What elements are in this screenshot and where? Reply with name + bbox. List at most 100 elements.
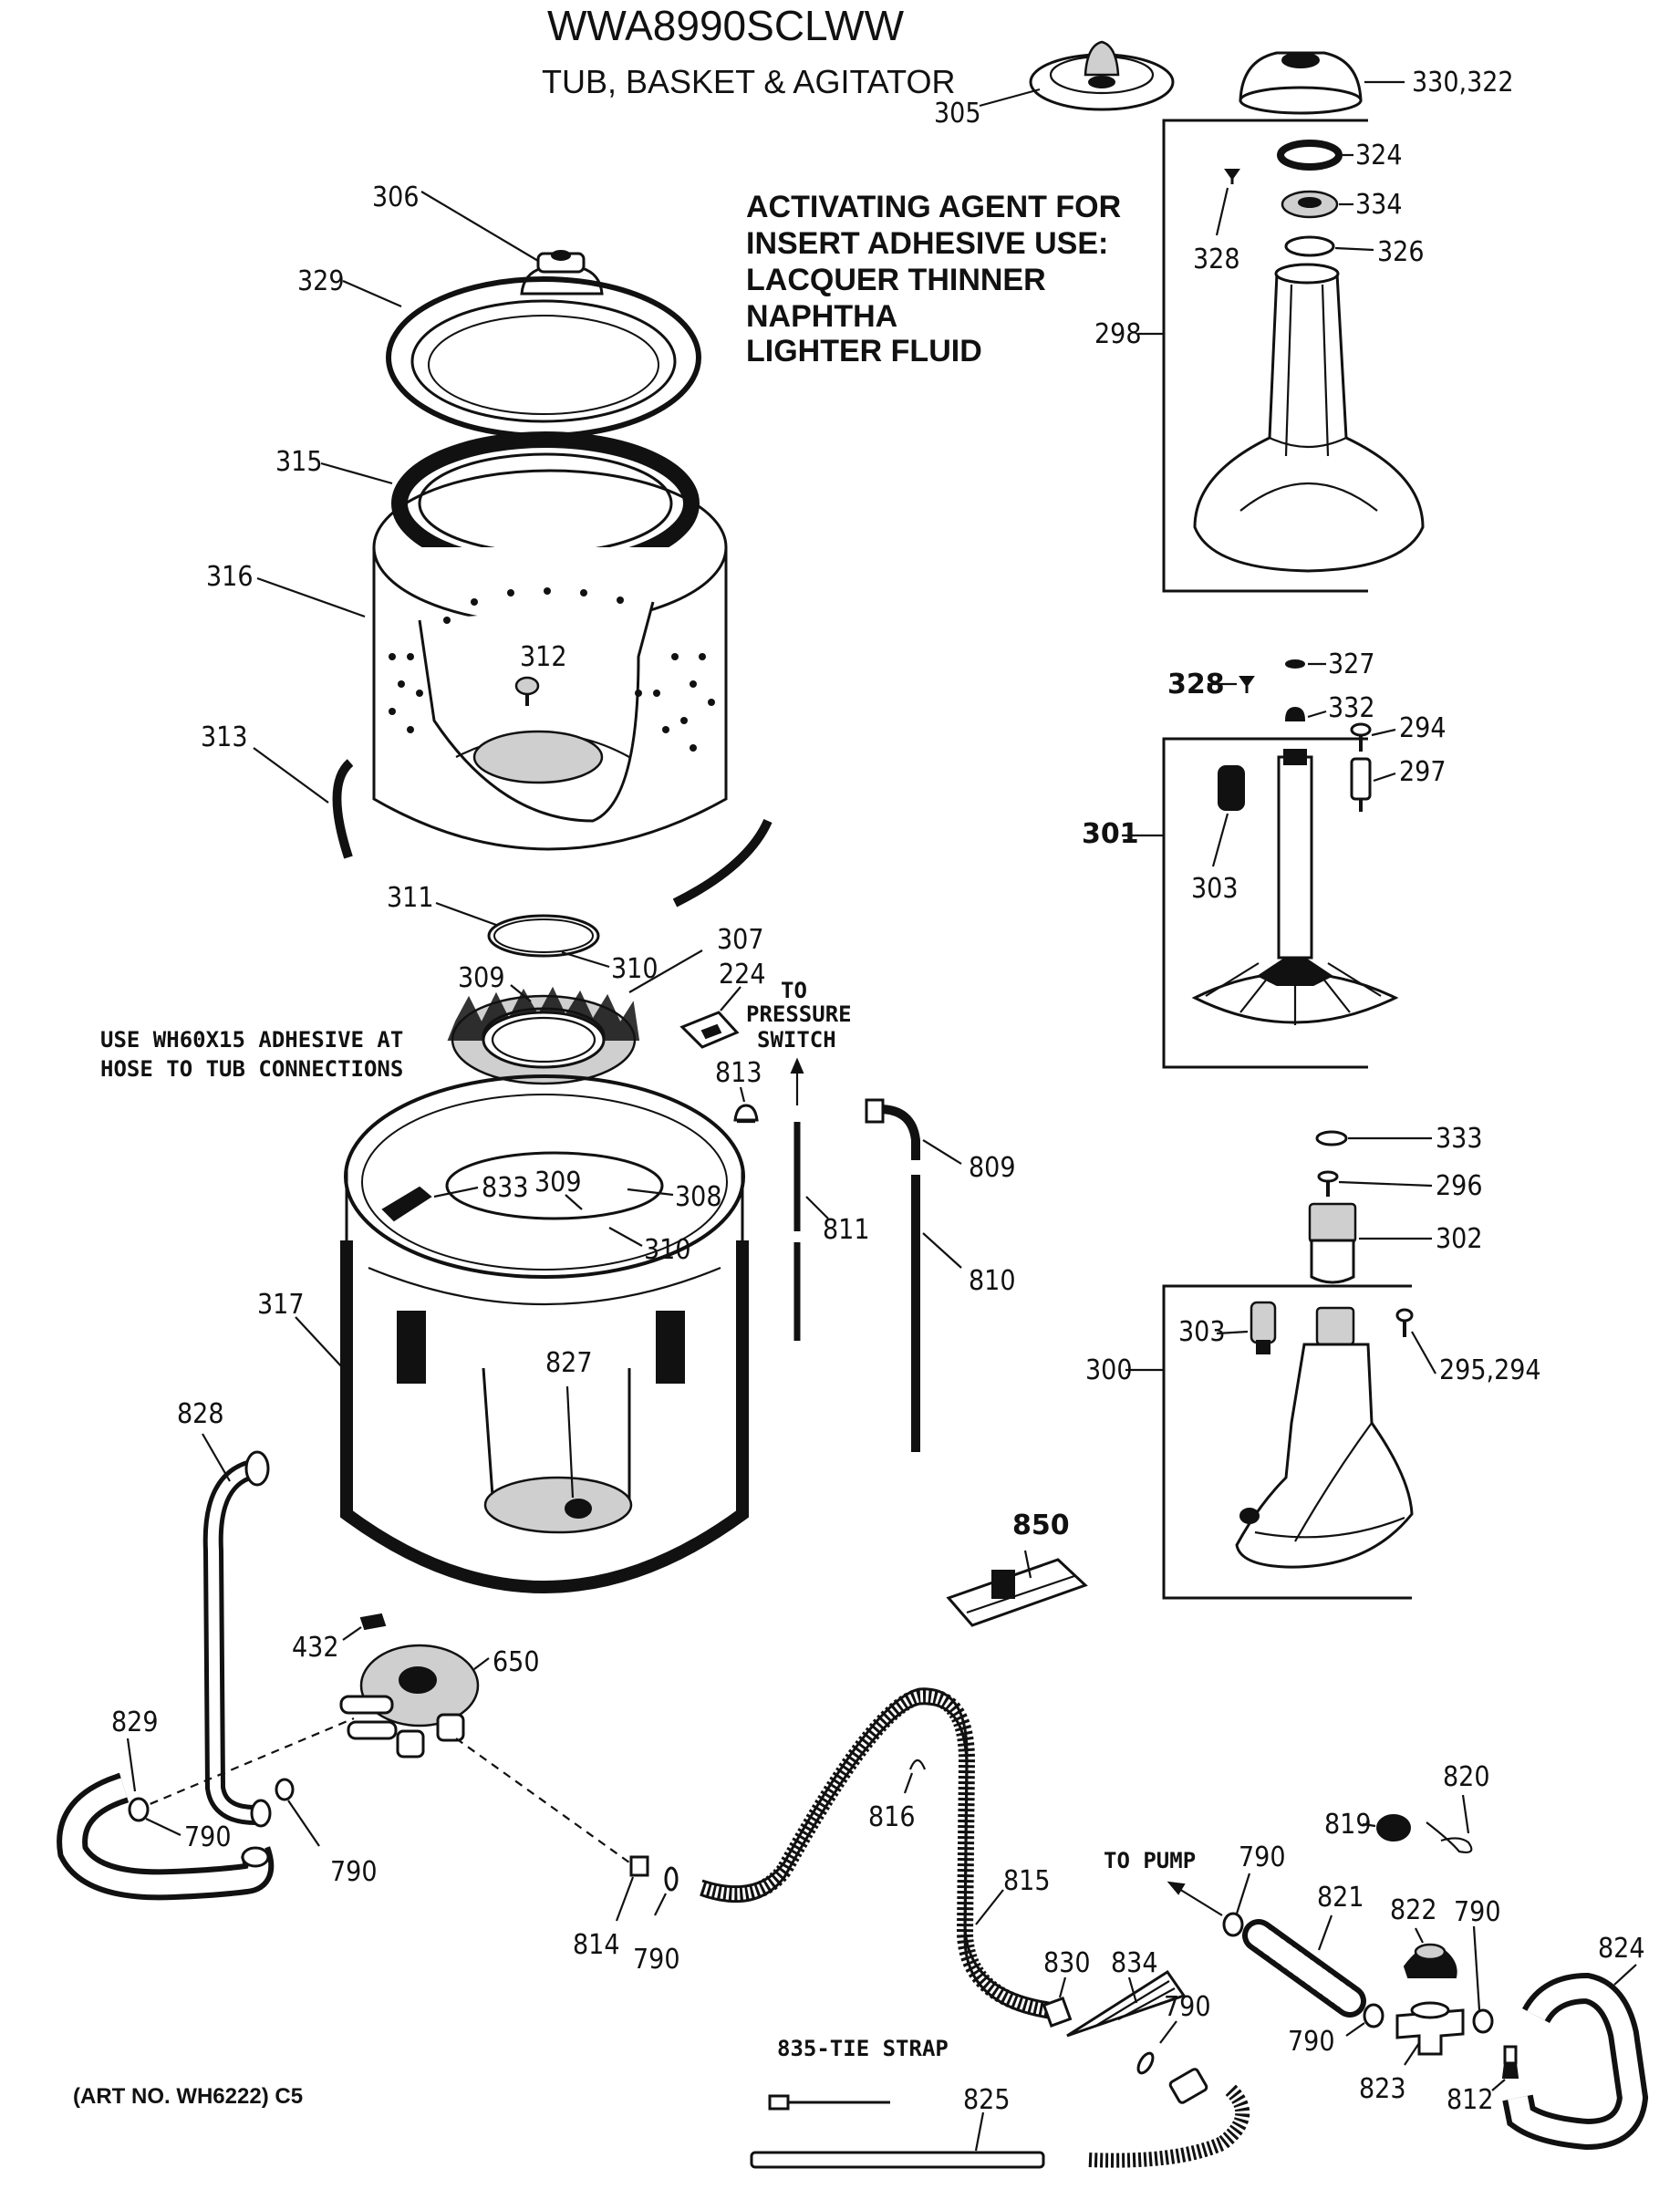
label-307: 307 <box>717 924 764 956</box>
pressure-switch-note: TO PRESSURE SWITCH <box>746 978 852 1105</box>
svg-text:HOSE TO TUB CONNECTIONS: HOSE TO TUB CONNECTIONS <box>100 1056 403 1082</box>
agitator-298 <box>1193 263 1425 573</box>
hose-815 <box>700 1687 1051 2019</box>
label-810: 810 <box>969 1265 1016 1297</box>
svg-text:TO: TO <box>781 978 807 1003</box>
art-number: (ART NO. WH6222) C5 <box>73 2084 303 2109</box>
label-790-g: 790 <box>1288 2026 1335 2058</box>
tie-strap-835 <box>768 2094 890 2111</box>
label-295-294: 295,294 <box>1439 1354 1541 1386</box>
hose-825 <box>750 2068 1250 2169</box>
label-790-b: 790 <box>330 1856 378 1888</box>
label-303-bottom: 303 <box>1178 1316 1226 1348</box>
label-813: 813 <box>715 1057 762 1089</box>
agitator-cap-330-322 <box>1239 51 1363 115</box>
hose-821 <box>1242 1919 1366 2018</box>
label-827: 827 <box>545 1347 593 1379</box>
basket-316 <box>372 469 728 851</box>
label-294-top: 294 <box>1399 712 1447 744</box>
label-824: 824 <box>1598 1933 1645 1965</box>
label-324: 324 <box>1355 140 1403 171</box>
svg-text:PRESSURE: PRESSURE <box>746 1001 852 1027</box>
washer-327 <box>1285 659 1305 669</box>
label-305: 305 <box>934 98 981 130</box>
spacer-297 <box>1350 757 1372 812</box>
hose-828 <box>202 1450 272 1828</box>
svg-text:USE WH60X15 ADHESIVE AT: USE WH60X15 ADHESIVE AT <box>100 1027 403 1053</box>
label-650: 650 <box>493 1646 540 1678</box>
outer-tub-317 <box>340 1074 749 1593</box>
clamp-790-e <box>664 1866 679 1892</box>
dog-334 <box>1281 190 1339 219</box>
label-828: 828 <box>177 1398 224 1430</box>
label-300: 300 <box>1085 1354 1133 1386</box>
label-850: 850 <box>1012 1509 1070 1541</box>
svg-text:NAPHTHA: NAPHTHA <box>746 299 897 334</box>
label-298: 298 <box>1094 318 1142 350</box>
cap-332 <box>1284 706 1306 721</box>
agitator-base-301 <box>1191 749 1399 1025</box>
clamp-790-c <box>1222 1912 1244 1937</box>
sensor-833 <box>381 1186 432 1222</box>
adhesive-note: USE WH60X15 ADHESIVE AT HOSE TO TUB CONN… <box>100 1027 403 1082</box>
label-297: 297 <box>1399 756 1447 788</box>
activating-agent-note: ACTIVATING AGENT FOR INSERT ADHESIVE USE… <box>746 190 1121 368</box>
connector-814 <box>629 1855 649 1877</box>
hose-313 <box>332 759 773 908</box>
label-815: 815 <box>1003 1865 1051 1897</box>
grommet-813 <box>733 1104 759 1124</box>
cam-303-top <box>1218 765 1245 811</box>
hose-829 <box>57 1772 275 1901</box>
filter-834 <box>1066 1969 1187 2038</box>
label-833: 833 <box>482 1172 529 1204</box>
label-315: 315 <box>275 446 323 478</box>
label-303-top: 303 <box>1191 873 1239 905</box>
label-317: 317 <box>257 1289 305 1321</box>
label-820: 820 <box>1443 1761 1490 1793</box>
label-814: 814 <box>573 1929 620 1961</box>
label-834: 834 <box>1111 1947 1158 1979</box>
ring-311 <box>487 914 600 958</box>
label-301: 301 <box>1082 818 1139 850</box>
svg-text:TO PUMP: TO PUMP <box>1104 1848 1196 1873</box>
svg-text:LACQUER THINNER: LACQUER THINNER <box>746 263 1046 297</box>
screw-296 <box>1317 1170 1339 1197</box>
agitator-cap-305 <box>1029 40 1175 111</box>
label-790-d: 790 <box>1454 1896 1501 1928</box>
label-332: 332 <box>1328 692 1375 724</box>
label-822: 822 <box>1390 1894 1437 1926</box>
label-790-e: 790 <box>633 1944 680 1976</box>
label-302: 302 <box>1436 1223 1483 1255</box>
label-821: 821 <box>1317 1882 1364 1914</box>
label-326: 326 <box>1377 236 1425 268</box>
bracket-850 <box>946 1558 1088 1627</box>
plug-812 <box>1501 2045 1519 2079</box>
label-812: 812 <box>1447 2084 1494 2116</box>
clamp-790-d <box>1472 2008 1494 2034</box>
tee-823 <box>1395 2001 1465 2056</box>
clamp-790-b <box>275 1778 295 1801</box>
svg-text:LIGHTER FLUID: LIGHTER FLUID <box>746 334 982 368</box>
label-327: 327 <box>1328 648 1375 680</box>
hose-824 <box>1502 1972 1649 2151</box>
cam-302 <box>1308 1202 1357 1284</box>
connector-830 <box>1042 1997 1073 2028</box>
label-328-top: 328 <box>1193 244 1240 275</box>
cam-303-bottom <box>1250 1301 1277 1354</box>
agitator-300 <box>1235 1306 1414 1569</box>
label-309-bottom: 309 <box>534 1167 582 1198</box>
label-830: 830 <box>1043 1947 1091 1979</box>
label-816: 816 <box>868 1801 916 1833</box>
hose-ring-308 <box>445 1151 664 1220</box>
clamp-790-a <box>128 1797 150 1822</box>
label-790-c: 790 <box>1239 1841 1286 1873</box>
label-819: 819 <box>1324 1809 1372 1841</box>
screw-294 <box>1350 722 1372 752</box>
spring-820 <box>1426 1821 1473 1853</box>
screw-312 <box>514 676 540 706</box>
screw-295-294 <box>1395 1308 1414 1337</box>
label-224: 224 <box>719 959 766 991</box>
label-825: 825 <box>963 2084 1011 2116</box>
screw-328-top <box>1224 169 1240 184</box>
